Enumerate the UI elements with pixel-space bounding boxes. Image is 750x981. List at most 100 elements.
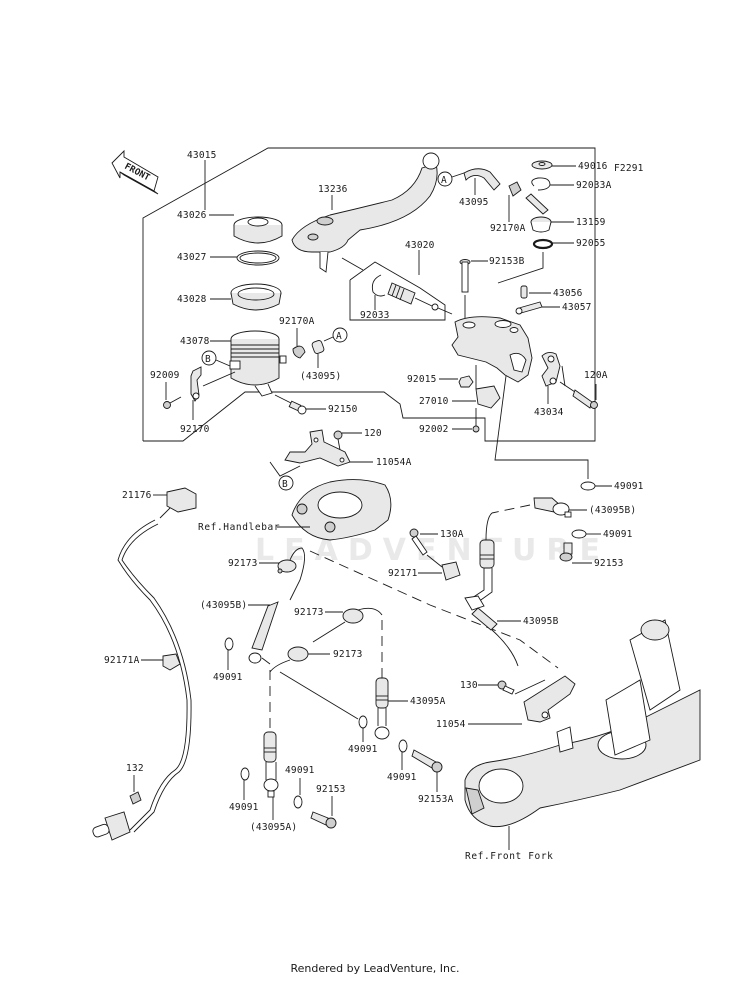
brake-lever-13236 bbox=[291, 152, 440, 273]
banjo-92173-upper bbox=[277, 559, 297, 574]
wheel-speed-sensor bbox=[92, 811, 131, 841]
callout-a-right-text: A bbox=[441, 175, 447, 186]
bolt-130A bbox=[409, 528, 428, 556]
screw-92002 bbox=[472, 408, 480, 433]
screw-92009 bbox=[163, 396, 182, 409]
label-11054A: 11054A bbox=[376, 457, 412, 468]
label-49091-right: 49091 bbox=[603, 529, 633, 540]
bolt-92153B bbox=[459, 259, 471, 293]
label-92153A: 92153A bbox=[418, 794, 454, 805]
label-130A: 130A bbox=[440, 529, 464, 540]
label-49091-b: 49091 bbox=[387, 772, 417, 783]
label-92055: 92055 bbox=[576, 238, 606, 249]
label-92033: 92033 bbox=[360, 310, 390, 321]
handlebar-ref-part bbox=[291, 479, 392, 541]
callout-a-right bbox=[437, 171, 453, 187]
label-49091-a: 49091 bbox=[213, 672, 243, 683]
label-43095B-paren-left: (43095B) bbox=[200, 600, 247, 611]
screw-120 bbox=[333, 430, 343, 451]
assembly-43015-outline bbox=[142, 147, 596, 442]
clip-92171 bbox=[441, 561, 461, 581]
label-92153B: 92153B bbox=[489, 256, 525, 267]
label-43095: 43095 bbox=[459, 197, 489, 208]
ref-front-fork-label: Ref.Front Fork bbox=[465, 851, 553, 862]
label-49091-mid: 49091 bbox=[348, 744, 378, 755]
label-49091-c: 49091 bbox=[229, 802, 259, 813]
label-43020: 43020 bbox=[405, 240, 435, 251]
label-43095-paren: (43095) bbox=[300, 371, 341, 382]
label-43057: 43057 bbox=[562, 302, 592, 313]
hose-43095 bbox=[463, 168, 501, 191]
bracket-11054A bbox=[284, 429, 351, 467]
washer-49091-a bbox=[224, 637, 234, 651]
bolt-92153-bottom bbox=[310, 811, 337, 829]
cap-49016 bbox=[531, 160, 553, 170]
label-43095A: 43095A bbox=[410, 696, 446, 707]
callout-b-lower-text: B bbox=[282, 479, 288, 490]
reservoir-43078 bbox=[229, 330, 287, 397]
label-92033A: 92033A bbox=[576, 180, 612, 191]
master-cylinder-body bbox=[451, 316, 533, 383]
brake-hose-43095B-left bbox=[248, 601, 279, 665]
label-92009: 92009 bbox=[150, 370, 180, 381]
label-43095A-paren: (43095A) bbox=[250, 822, 297, 833]
label-92173-b: 92173 bbox=[294, 607, 324, 618]
fitting-13159 bbox=[525, 193, 552, 233]
label-120: 120 bbox=[364, 428, 382, 439]
bleeder-43056 bbox=[520, 285, 528, 299]
piston-43020 bbox=[387, 282, 453, 315]
reservoir-cap-43026 bbox=[233, 216, 283, 244]
label-92170A-left: 92170A bbox=[279, 316, 315, 327]
label-21176: 21176 bbox=[122, 490, 152, 501]
label-43027: 43027 bbox=[177, 252, 207, 263]
bolt-92153 bbox=[559, 542, 573, 562]
label-92170: 92170 bbox=[180, 424, 210, 435]
clip-92171A bbox=[162, 653, 181, 671]
label-11054: 11054 bbox=[436, 719, 466, 730]
washer-49091-b bbox=[398, 739, 408, 753]
washer-49091-d bbox=[293, 795, 303, 809]
label-43015: 43015 bbox=[187, 150, 217, 161]
brake-hose-43095A-left bbox=[263, 731, 279, 798]
banjo-92173-lower bbox=[287, 646, 309, 662]
bracket-92170 bbox=[190, 366, 202, 402]
figure-code: F2291 bbox=[614, 163, 644, 174]
label-13236: 13236 bbox=[318, 184, 348, 195]
banjo-92173-right bbox=[342, 608, 364, 624]
label-43034: 43034 bbox=[534, 407, 564, 418]
label-13159: 13159 bbox=[576, 217, 606, 228]
screw-132 bbox=[129, 791, 142, 805]
bolt-130 bbox=[497, 680, 515, 695]
label-92171A: 92171A bbox=[104, 655, 140, 666]
label-92153: 92153 bbox=[594, 558, 624, 569]
gasket-43027 bbox=[236, 250, 280, 266]
label-92171: 92171 bbox=[388, 568, 418, 579]
callout-a-left bbox=[332, 327, 348, 343]
label-92170A-right: 92170A bbox=[490, 223, 526, 234]
label-43026: 43026 bbox=[177, 210, 207, 221]
label-92173-a: 92173 bbox=[228, 558, 258, 569]
label-92015: 92015 bbox=[407, 374, 437, 385]
bleeder-cap-43057 bbox=[518, 301, 543, 314]
front-fork-ref-part bbox=[464, 619, 701, 828]
washer-49091-right bbox=[571, 529, 587, 539]
bolt-92153A bbox=[411, 749, 443, 773]
o-ring-92055 bbox=[532, 238, 554, 250]
label-92002: 92002 bbox=[419, 424, 449, 435]
brake-switch-27010 bbox=[475, 365, 501, 409]
washer-49091-mid bbox=[358, 715, 368, 729]
label-92150: 92150 bbox=[328, 404, 358, 415]
label-92173-c: 92173 bbox=[333, 649, 363, 660]
label-49091-d: 49091 bbox=[285, 765, 315, 776]
label-49016: 49016 bbox=[578, 161, 608, 172]
label-43095B-paren-right: (43095B) bbox=[589, 505, 636, 516]
label-43078: 43078 bbox=[180, 336, 210, 347]
front-arrow-icon: FRONT bbox=[111, 149, 159, 195]
label-120A: 120A bbox=[584, 370, 608, 381]
circlip-92033 bbox=[371, 274, 386, 297]
bracket-11054 bbox=[523, 675, 576, 723]
label-132: 132 bbox=[126, 763, 144, 774]
washer-49091-top bbox=[580, 481, 596, 491]
bolt-120A bbox=[559, 381, 598, 409]
